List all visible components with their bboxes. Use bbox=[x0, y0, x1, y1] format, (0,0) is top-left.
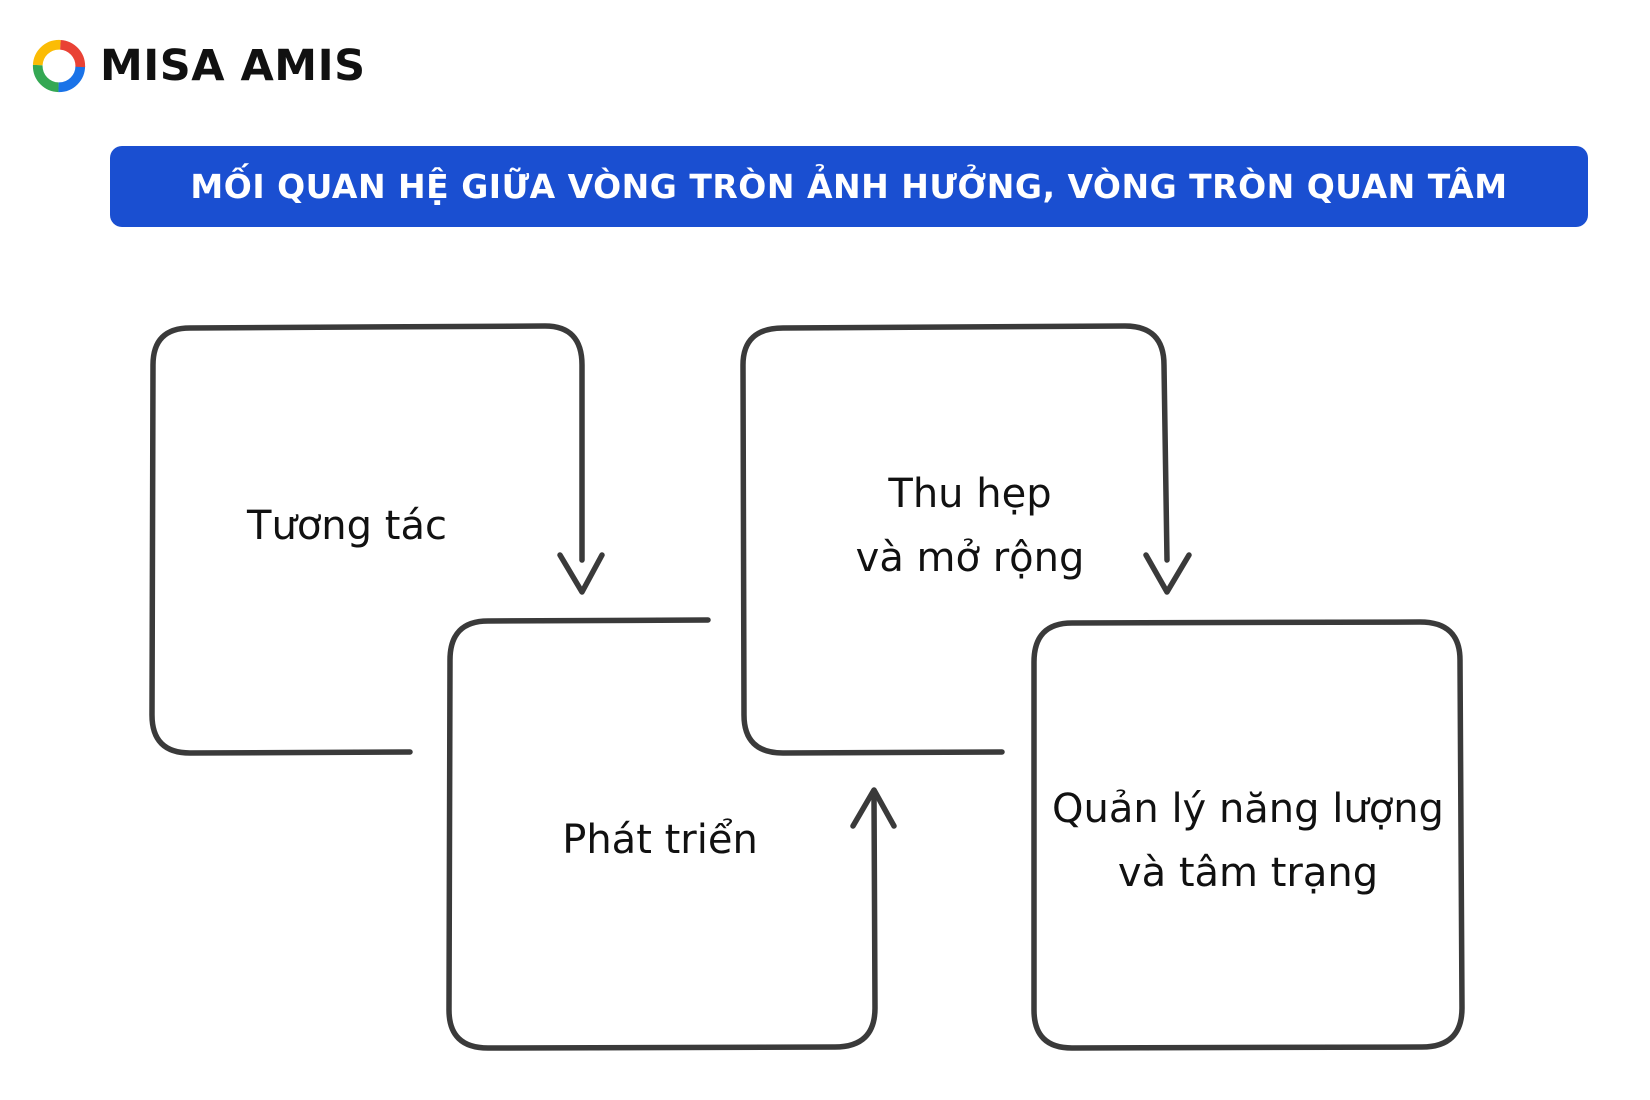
label-line: Tương tác bbox=[247, 503, 447, 549]
label-line: và tâm trạng bbox=[1117, 850, 1379, 896]
misa-amis-logo-icon bbox=[32, 39, 86, 93]
arrow-down-icon bbox=[1143, 552, 1192, 595]
box-energy-mood-outline bbox=[1031, 619, 1465, 1051]
label-line: Quản lý năng lượng bbox=[1052, 786, 1444, 832]
label-line: Thu hẹp bbox=[888, 471, 1052, 517]
brand-name: MISA AMIS bbox=[100, 40, 366, 91]
box-label-interaction: Tương tác bbox=[222, 494, 472, 558]
arrow-down-icon bbox=[557, 552, 605, 595]
box-label-narrow-expand: Thu hẹp và mở rộng bbox=[820, 462, 1120, 590]
arrow-up-icon bbox=[850, 787, 897, 829]
page-title: MỐI QUAN HỆ GIỮA VÒNG TRÒN ẢNH HƯỞNG, VÒ… bbox=[190, 167, 1508, 206]
title-banner: MỐI QUAN HỆ GIỮA VÒNG TRÒN ẢNH HƯỞNG, VÒ… bbox=[110, 146, 1588, 227]
brand: MISA AMIS bbox=[30, 36, 366, 96]
label-line: và mở rộng bbox=[855, 535, 1085, 581]
box-development-outline bbox=[446, 617, 878, 1051]
label-line: Phát triển bbox=[562, 817, 758, 863]
box-narrow-expand-outline bbox=[740, 323, 1170, 756]
box-interaction-outline bbox=[149, 323, 585, 756]
box-label-development: Phát triển bbox=[530, 808, 790, 872]
box-label-energy-mood: Quản lý năng lượng và tâm trạng bbox=[1036, 777, 1460, 905]
